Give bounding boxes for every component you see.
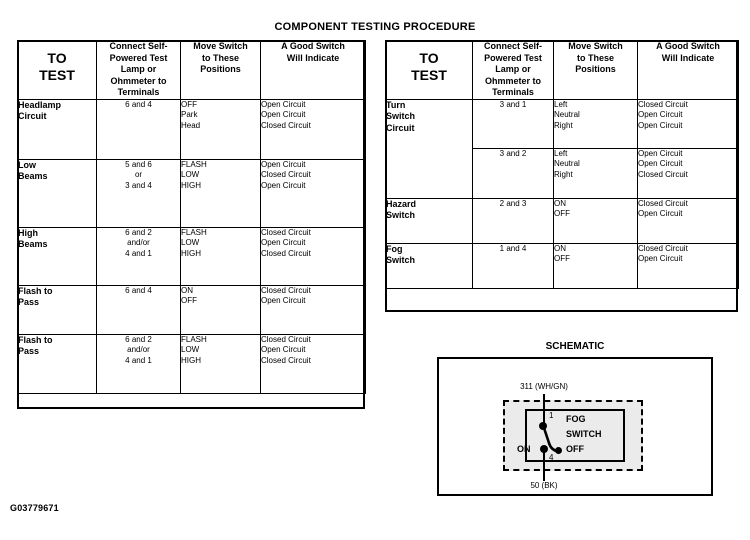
switch-name-line-2: SWITCH xyxy=(566,429,602,439)
switch-name-line-1: FOG xyxy=(566,414,586,424)
schematic-content: 311 (WH/GN) 1 ON OFF FO xyxy=(439,359,711,494)
schematic-box: 311 (WH/GN) 1 ON OFF FO xyxy=(437,357,713,496)
schematic-title: SCHEMATIC xyxy=(545,341,605,352)
cell-terminals: 3 and 2 xyxy=(472,147,554,199)
switch-position-off-label: OFF xyxy=(566,444,584,454)
cell-terminals: 6 and 4 xyxy=(96,284,181,335)
off-contact-dot xyxy=(555,447,562,454)
to-test-line-1: TO xyxy=(47,50,67,66)
cell-terminals: 1 and 4 xyxy=(472,242,554,289)
wire-50-vertical xyxy=(543,449,545,481)
figure-id: G03779671 xyxy=(10,503,59,513)
wire-311-vertical xyxy=(543,394,545,426)
to-test-line-1: TO xyxy=(419,50,439,66)
col-header-to-test: TO TEST xyxy=(17,40,97,100)
switch-blade-icon xyxy=(542,425,560,453)
cell-terminals: 3 and 1 xyxy=(472,98,554,149)
to-test-line-2: TEST xyxy=(39,67,75,83)
wire-label-311: 311 (WH/GN) xyxy=(520,382,568,391)
switch-body-box xyxy=(525,409,625,462)
terminal-1-label: 1 xyxy=(549,411,554,420)
to-test-line-2: TEST xyxy=(411,67,447,83)
page-title: COMPONENT TESTING PROCEDURE xyxy=(274,21,476,33)
cell-terminals: 6 and 4 xyxy=(96,98,181,160)
switch-position-on-label: ON xyxy=(517,444,531,454)
terminal-4-label: 4 xyxy=(549,453,554,462)
cell-terminals: 2 and 3 xyxy=(472,197,554,244)
col-header-to-test: TO TEST xyxy=(385,40,473,100)
wire-label-50: 50 (BK) xyxy=(530,481,558,490)
